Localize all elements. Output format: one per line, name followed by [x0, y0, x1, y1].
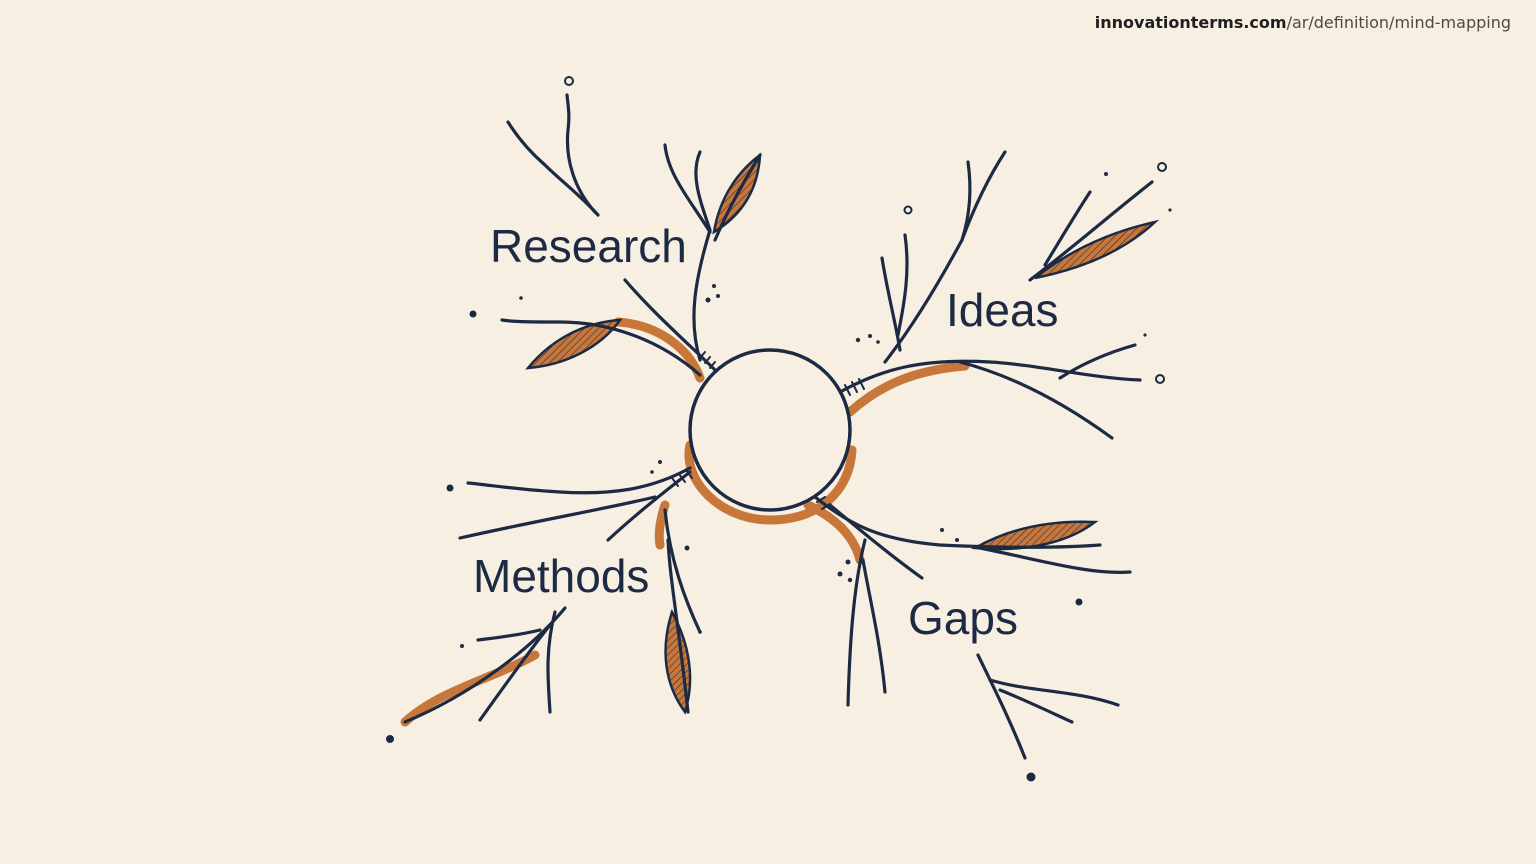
- source-path: /ar/definition/mind-mapping: [1286, 13, 1511, 32]
- shadow-methods-branch: [654, 500, 670, 550]
- dot: [1026, 772, 1036, 782]
- branch-methods-down4: [666, 538, 690, 714]
- dot: [876, 340, 880, 344]
- branch-label-ideas: Ideas: [946, 284, 1059, 336]
- dot: [698, 630, 702, 634]
- branch-label-research: Research: [490, 220, 687, 272]
- branch-gaps-down: [828, 503, 924, 580]
- dot: [716, 294, 720, 298]
- dot: [955, 538, 959, 542]
- shadow-ideas-branch: [845, 361, 970, 417]
- branch-gaps-right: [978, 546, 1132, 574]
- branch-ideas-up: [883, 150, 1007, 364]
- shadow-research-branch: [613, 317, 705, 383]
- dot: [519, 296, 523, 300]
- dot: [868, 334, 872, 338]
- joint-hatch-research: [699, 351, 716, 369]
- dot: [855, 337, 861, 343]
- branch-label-gaps: Gaps: [908, 592, 1018, 644]
- branch-methods-twig3: [478, 623, 552, 722]
- leaf-ideas: [1034, 219, 1160, 280]
- dot: [469, 310, 477, 318]
- branch-gaps-lower: [976, 653, 1027, 760]
- dot: [460, 644, 464, 648]
- branch-ideas-main: [838, 359, 1142, 394]
- shadow-gaps-branch: [803, 500, 865, 565]
- branch-gaps-down2: [846, 538, 867, 707]
- branch-gaps-down3: [861, 558, 887, 694]
- dot: [705, 297, 711, 303]
- branch-research-leaf-stem: [713, 153, 762, 242]
- branch-methods-down2: [606, 470, 692, 542]
- branch-ideas-up4: [896, 233, 909, 337]
- branch-research-up2: [663, 143, 712, 234]
- dot: [386, 735, 394, 743]
- branch-methods-down: [458, 495, 657, 540]
- branch-ideas-lower: [958, 360, 1114, 440]
- dot: [712, 284, 716, 288]
- dot: [1168, 208, 1172, 212]
- dot: [837, 571, 843, 577]
- branch-methods-twig4: [476, 628, 542, 642]
- branch-ideas-leaf-stem2: [1043, 190, 1092, 267]
- joint-hatch-ideas: [844, 378, 865, 396]
- joint-hatch-methods: [671, 469, 693, 487]
- dot: [1075, 598, 1083, 606]
- dot: [684, 545, 690, 551]
- branch-gaps-lower3: [998, 688, 1074, 724]
- source-domain: innovationterms.com: [1094, 13, 1287, 32]
- shadow-center-circle: [684, 440, 857, 525]
- dot: [564, 76, 574, 86]
- branches: [403, 93, 1154, 760]
- dot: [1143, 333, 1147, 337]
- branch-research-topleft2: [565, 93, 597, 214]
- central-node: [688, 348, 852, 512]
- branch-ideas-right: [1058, 343, 1137, 380]
- branch-ideas-leaf-stem: [1028, 180, 1154, 282]
- branch-ideas-up2: [960, 160, 972, 242]
- branch-methods-down3: [663, 508, 702, 634]
- branch-ideas-up3: [880, 256, 902, 352]
- dot: [903, 205, 913, 215]
- source-url[interactable]: innovationterms.com/ar/definition/mind-m…: [1095, 13, 1511, 32]
- dot: [940, 528, 944, 532]
- dot: [845, 559, 851, 565]
- dot: [1155, 374, 1165, 384]
- dots: [386, 76, 1172, 782]
- dot: [1104, 172, 1108, 176]
- dot: [1157, 162, 1167, 172]
- branch-label-methods: Methods: [473, 550, 649, 602]
- branch-research-up: [692, 150, 712, 362]
- dot: [658, 460, 662, 464]
- branch-gaps-lower2: [988, 678, 1120, 707]
- dot: [847, 577, 853, 583]
- dot: [446, 484, 454, 492]
- branch-research-left: [500, 318, 702, 377]
- branch-methods-twig2: [546, 610, 557, 714]
- branch-research-topleft: [506, 120, 600, 217]
- branch-methods-main: [466, 466, 692, 495]
- branch-research-main: [623, 278, 719, 374]
- leaf-research-left: [525, 318, 623, 370]
- dot: [650, 470, 654, 474]
